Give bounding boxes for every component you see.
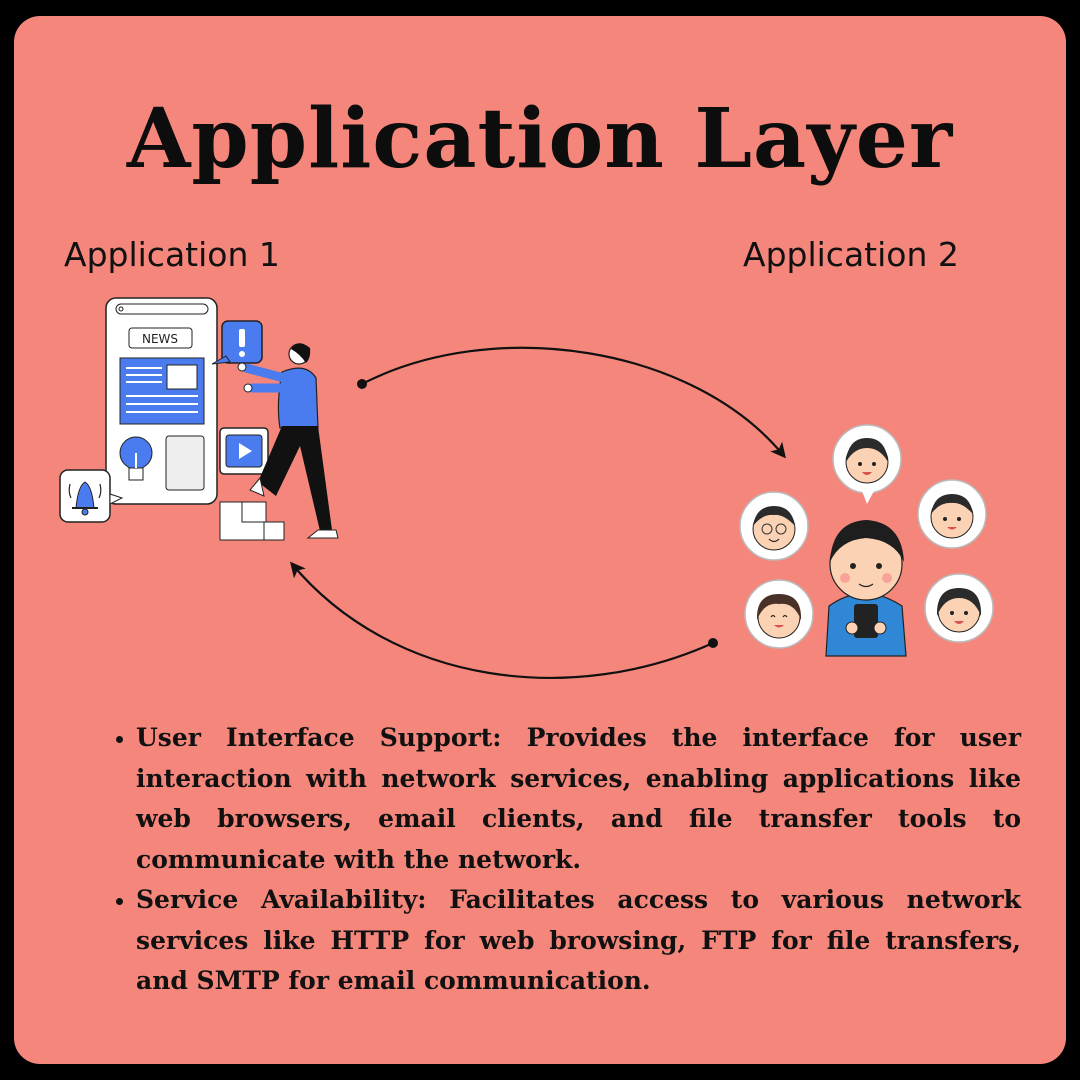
diagram-illustration: NEWS — [59, 297, 994, 679]
bubble-face-left-bottom — [744, 579, 814, 649]
feature-bullet-list: User Interface Support: Provides the int… — [110, 718, 1021, 1002]
phone-screen: NEWS — [105, 297, 218, 505]
application-1-illustration: NEWS — [59, 297, 339, 541]
person-figure — [237, 343, 339, 539]
response-arrow — [290, 561, 718, 679]
application-2-illustration — [739, 424, 994, 657]
bubble-face-left-top — [739, 491, 809, 561]
news-label: NEWS — [142, 332, 178, 346]
stacked-boxes — [219, 501, 285, 541]
page-title: Application Layer — [126, 91, 954, 187]
bullet-user-interface-support: User Interface Support: Provides the int… — [136, 718, 1021, 880]
application-2-label: Application 2 — [743, 235, 959, 274]
alert-bubble-icon — [211, 320, 263, 365]
bubble-face-right-top — [917, 479, 987, 549]
slide-card: Application Layer Application 1 Applicat… — [14, 16, 1066, 1064]
bubble-face-top — [832, 424, 902, 504]
lightbulb-icon — [119, 436, 153, 481]
request-arrow — [357, 346, 786, 459]
central-user-figure — [825, 520, 907, 657]
bell-notification-icon — [59, 469, 124, 523]
bullet-service-availability: Service Availability: Facilitates access… — [136, 880, 1021, 1002]
application-1-label: Application 1 — [64, 235, 280, 274]
bubble-face-right-bottom — [924, 573, 994, 643]
video-play-icon — [219, 427, 269, 475]
